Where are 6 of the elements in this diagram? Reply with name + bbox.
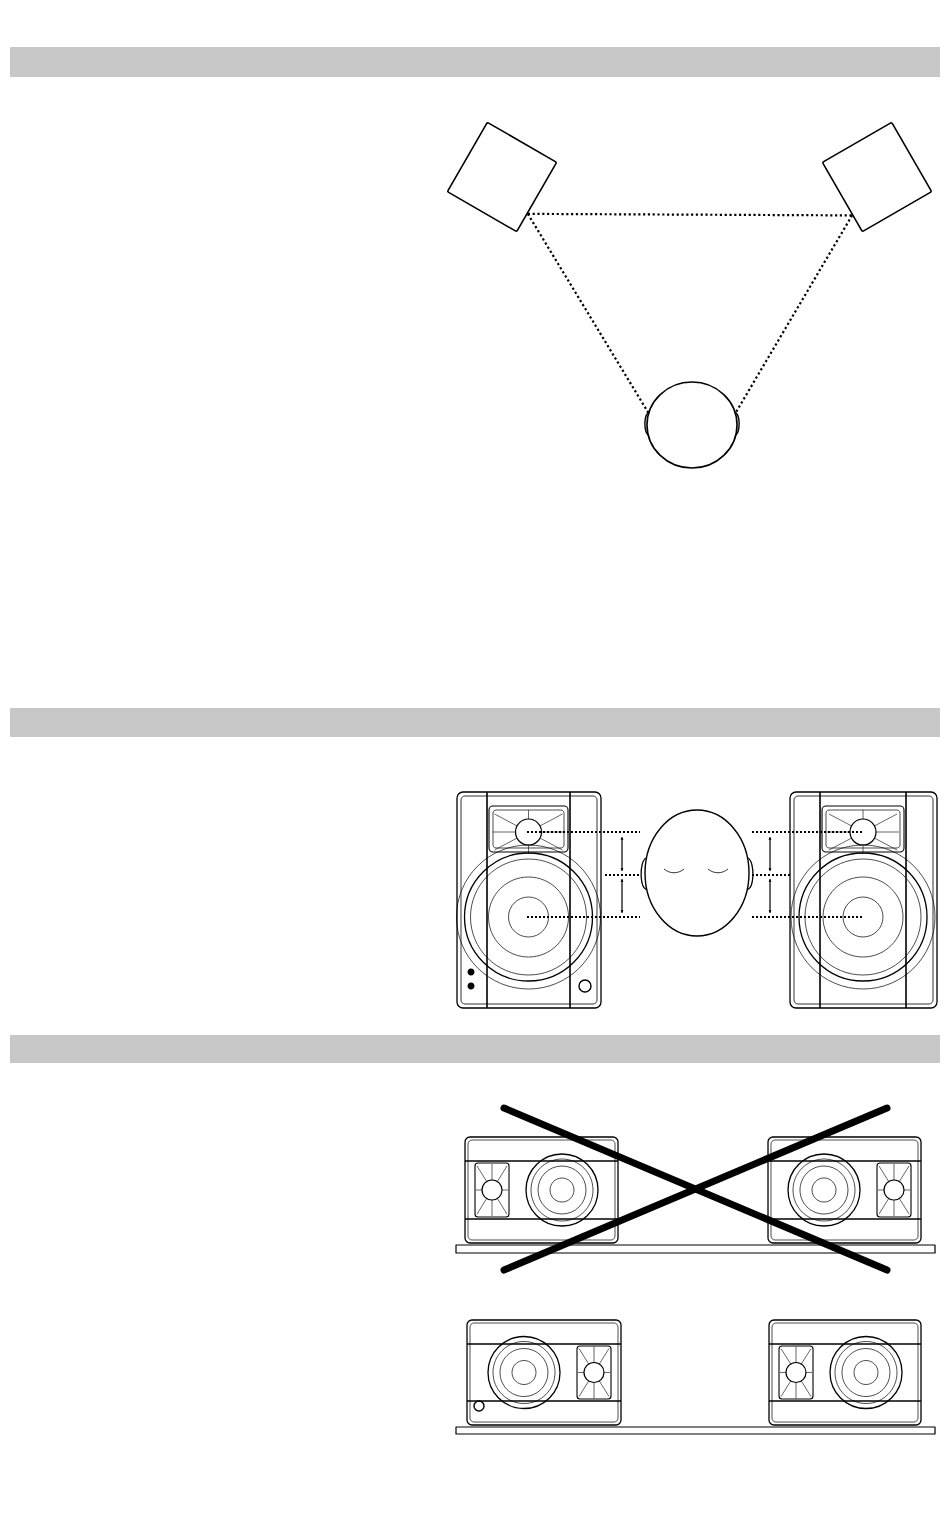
dotted-line [526, 213, 650, 413]
speaker-box [822, 122, 932, 232]
dotted-line [734, 214, 853, 413]
speaker-box [447, 122, 557, 232]
head-circle [644, 381, 740, 469]
dotted-line [527, 212, 853, 217]
